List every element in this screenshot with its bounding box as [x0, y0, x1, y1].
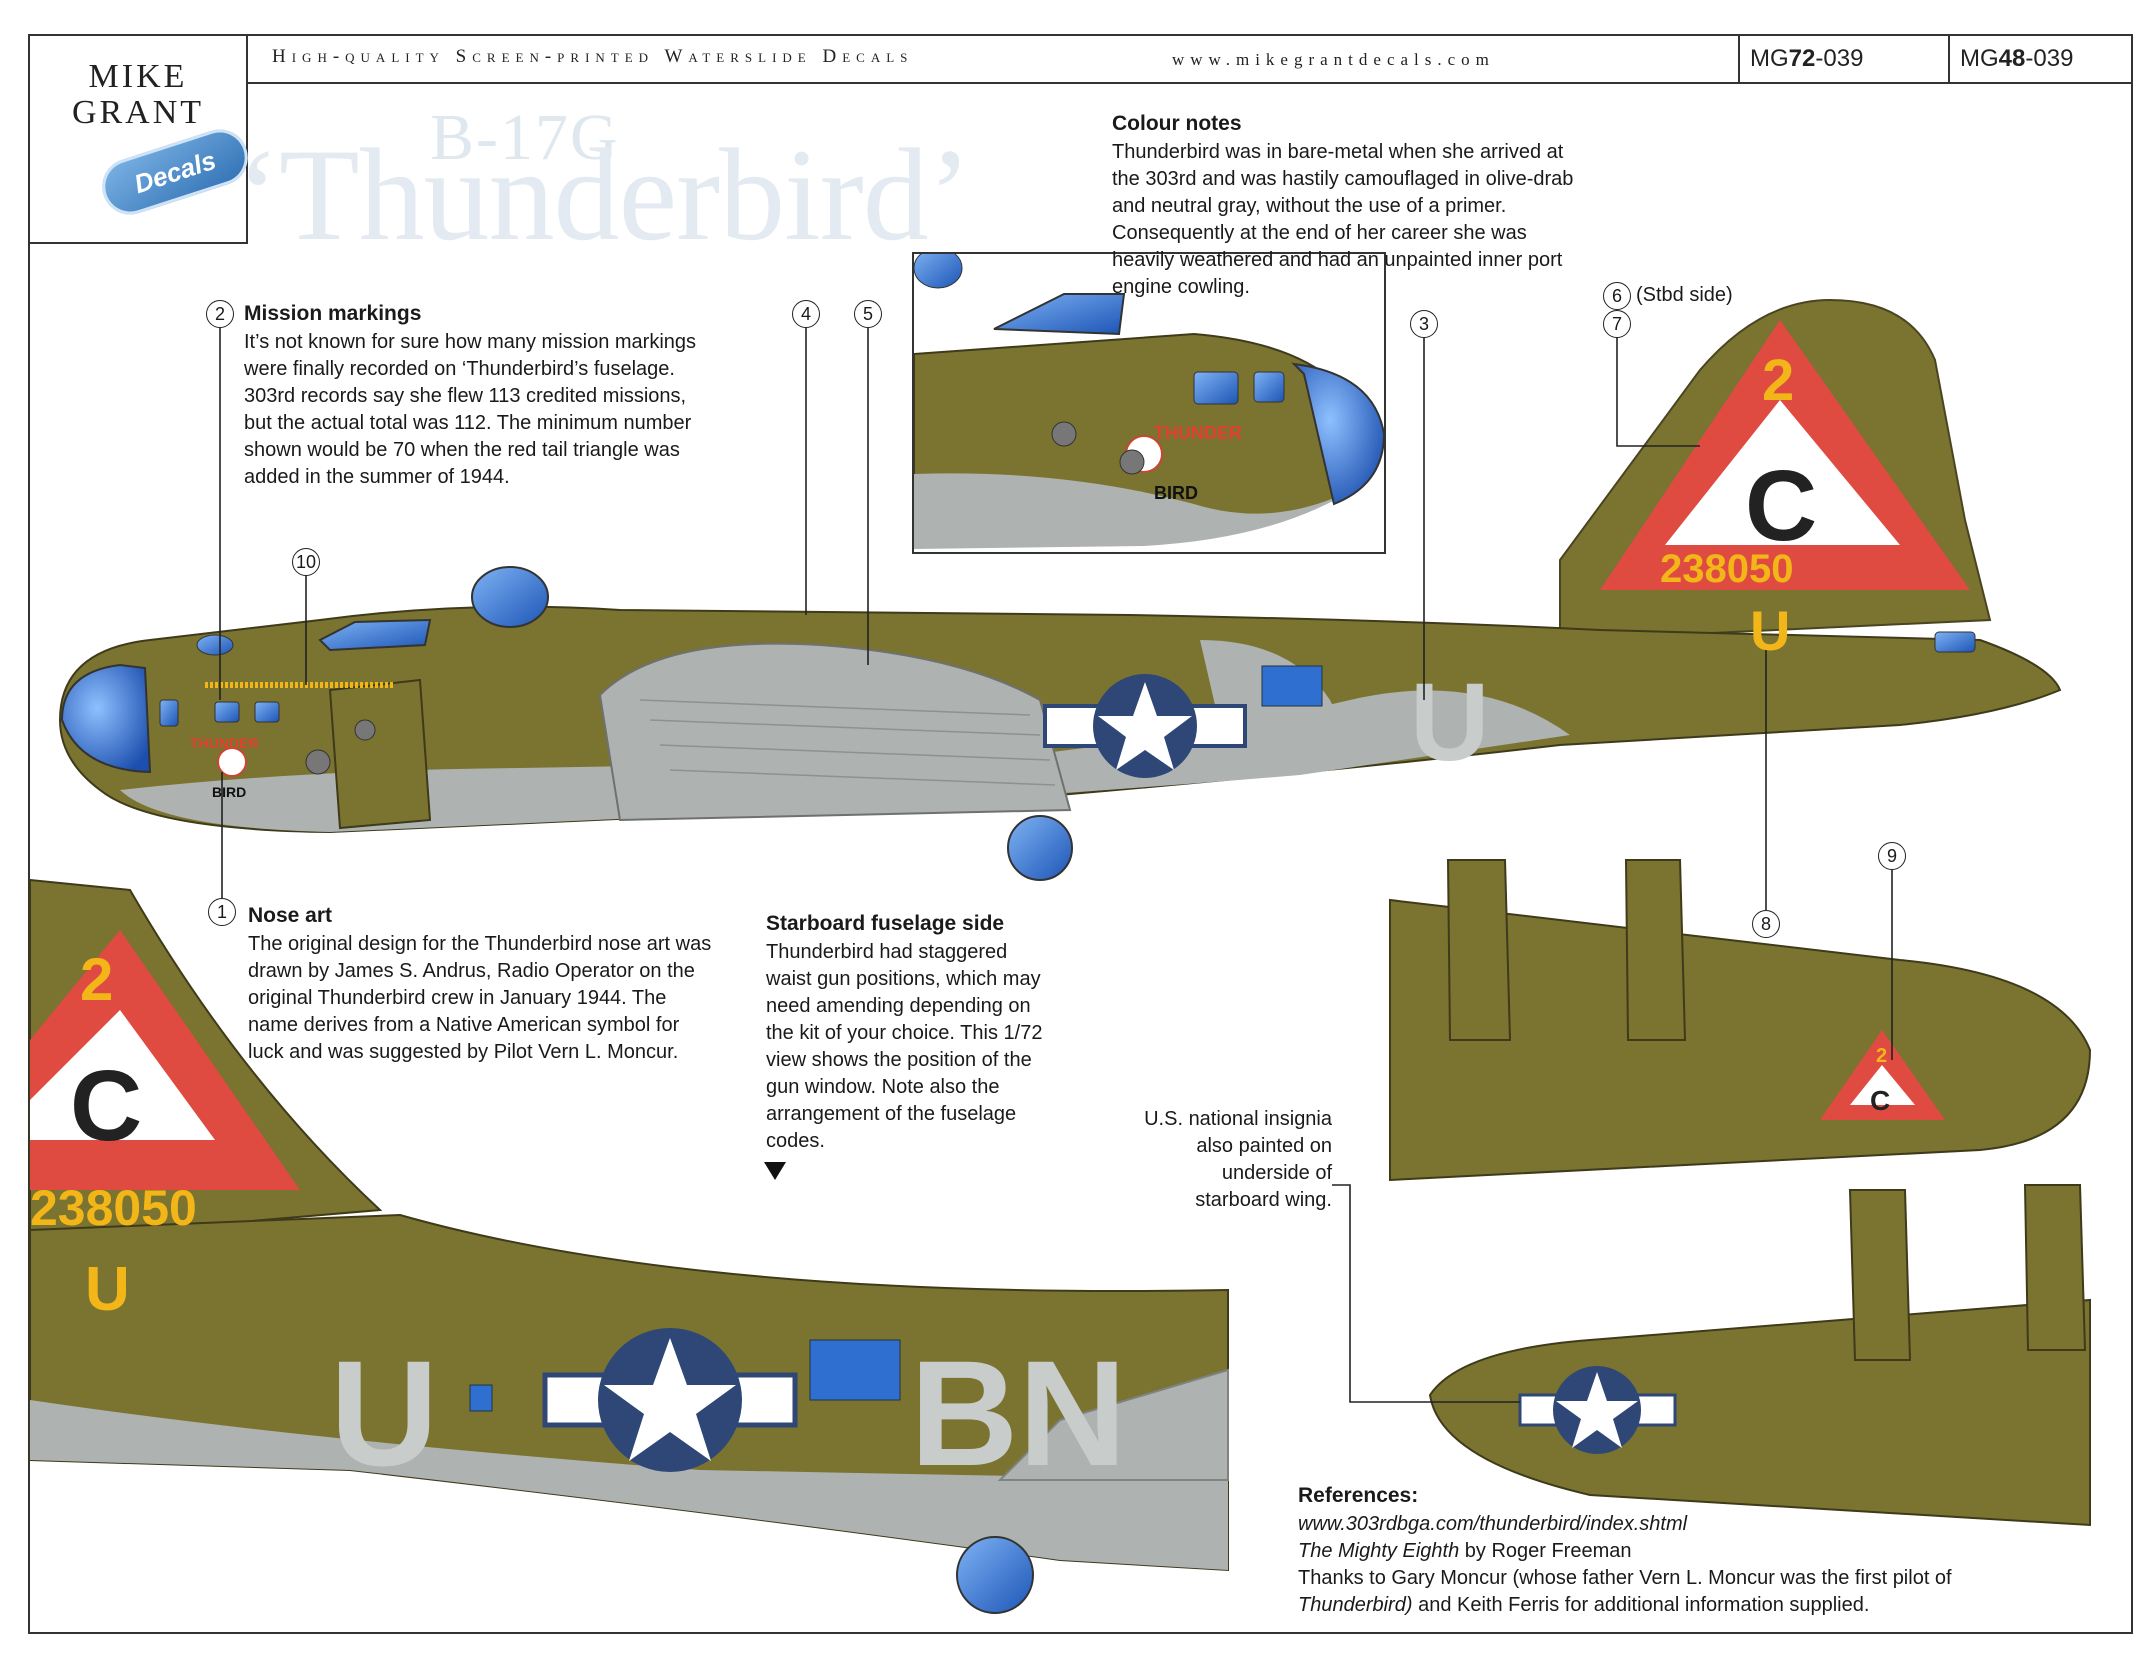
nose-art-heading: Nose art	[248, 904, 333, 927]
starboard-side-heading: Starboard fuselage side	[766, 912, 1005, 935]
callout-2: 2	[206, 300, 234, 328]
colour-notes-heading: Colour notes	[1112, 112, 1242, 135]
starboard-underside	[30, 1400, 1228, 1570]
national-insignia-port	[1043, 674, 1247, 778]
national-insignia-wing	[1518, 1366, 1677, 1454]
title-aircraft-type: B-17G	[430, 101, 620, 174]
top-turret	[471, 566, 549, 628]
starboard-tail-number: 2	[80, 946, 113, 1013]
logo-line-1: MIKE	[88, 58, 188, 95]
code-72-suffix: -039	[1815, 45, 1864, 72]
header-bar: High-quality Screen-printed Waterslide D…	[248, 36, 2131, 84]
starboard-fuselage-code-bn: BN	[910, 1329, 1127, 1497]
callout-6-label: (Stbd side)	[1636, 284, 1733, 306]
wing-underside-upper: 2 C	[1389, 859, 2092, 1182]
callout-10: 10	[292, 548, 320, 576]
wing-underside-lower	[1428, 1184, 2091, 1527]
callout-5: 5	[854, 300, 882, 328]
starboard-tail-serial: 238050	[30, 1180, 197, 1236]
starboard-tail-code-u: U	[85, 1255, 130, 1324]
wing-panel-lower	[1428, 1298, 2091, 1527]
logo-line-2: GRANT	[71, 94, 205, 131]
tail-serial: 238050	[1660, 547, 1793, 591]
callout-4: 4	[792, 300, 820, 328]
callout-1: 1	[208, 898, 236, 926]
callout-3: 3	[1410, 310, 1438, 338]
callout-7: 7	[1603, 310, 1631, 338]
mission-markings-note: Mission markings It’s not known for sure…	[244, 300, 764, 491]
page-frame	[28, 34, 2133, 1634]
nose-inset-illustration: THUNDER BIRD	[914, 254, 1384, 549]
engine-prop-hub-icon	[305, 749, 331, 775]
nose-art-bottom-text: BIRD	[212, 784, 246, 800]
product-code-72: MG 72-039	[1738, 36, 1863, 82]
fuselage-underside	[120, 690, 1570, 832]
references-heading: References:	[1298, 1484, 1419, 1507]
insignia-note: U.S. national insignia also painted on u…	[1120, 1106, 1332, 1214]
national-insignia-starboard	[542, 1328, 798, 1472]
code-48-prefix: MG	[1960, 45, 1999, 72]
ball-turret	[1007, 815, 1073, 881]
references-url[interactable]: www.303rdbga.com/thunderbird/index.shtml	[1298, 1513, 1688, 1535]
references-thanks-italic: Thunderbird)	[1298, 1594, 1413, 1616]
inset-nose-art-top: THUNDER	[1154, 423, 1242, 443]
colour-notes-text: Thunderbird was in bare-metal when she a…	[1112, 141, 1574, 298]
nose-inset-frame: THUNDER BIRD	[912, 252, 1386, 554]
starboard-fuselage-code-u: U	[330, 1329, 438, 1497]
tail-letter: C	[1745, 450, 1817, 562]
mission-markings-text: It’s not known for sure how many mission…	[244, 331, 697, 488]
fuselage-code-u: U	[1410, 661, 1489, 784]
references-thanks-line: Thanks to Gary Moncur (whose father Vern…	[1298, 1567, 1952, 1589]
callout-8: 8	[1752, 910, 1780, 938]
code-72-scale: 72	[1788, 45, 1816, 72]
product-code-48: MG 48-039	[1948, 36, 2073, 82]
starboard-ball-turret	[956, 1536, 1034, 1614]
callout-9: 9	[1878, 842, 1906, 870]
header-url[interactable]: www.mikegrantdecals.com	[1172, 50, 1495, 69]
code-72-prefix: MG	[1750, 45, 1789, 72]
cockpit-windows	[318, 618, 432, 652]
starboard-side-note: Starboard fuselage side Thunderbird had …	[766, 910, 1106, 1155]
tail-white-triangle	[1665, 400, 1900, 545]
mike-grant-logo: MIKE GRANT Decals	[30, 36, 255, 244]
header-tagline: High-quality Screen-printed Waterslide D…	[272, 46, 914, 67]
wing-tail-letter: C	[1870, 1085, 1890, 1116]
title-aircraft-name: ‘Thunderbird’	[236, 121, 972, 268]
nose-art-note: Nose art The original design for the Thu…	[248, 902, 768, 1066]
references-book-author: by Roger Freeman	[1459, 1540, 1632, 1562]
references-book-title: The Mighty Eighth	[1298, 1540, 1460, 1562]
colour-notes: Colour notes Thunderbird was in bare-met…	[1112, 110, 1632, 301]
insignia-note-text: U.S. national insignia also painted on u…	[1144, 1108, 1332, 1211]
nose-glazing	[60, 663, 152, 774]
nose-art-text: The original design for the Thunderbird …	[248, 933, 712, 1063]
starboard-closeup: 2 C 238050 U U BN	[29, 878, 1229, 1614]
starboard-side-text: Thunderbird had staggered waist gun posi…	[766, 941, 1043, 1152]
engine-nacelle	[328, 678, 432, 830]
mission-markings-heading: Mission markings	[244, 302, 422, 325]
tail-code-u: U	[1750, 599, 1790, 662]
starboard-waist-window	[809, 1339, 901, 1401]
code-48-scale: 48	[1998, 45, 2026, 72]
inset-nose-art-bottom: BIRD	[1154, 483, 1198, 503]
references-note: References: www.303rdbga.com/thunderbird…	[1298, 1482, 2098, 1619]
starboard-tail-letter: C	[70, 1050, 142, 1162]
callout-leader-lines	[219, 316, 1893, 1403]
waist-window	[1261, 665, 1323, 707]
nose-art-thunderbird: THUNDER BIRD	[190, 735, 258, 800]
wing-tail-number: 2	[1876, 1045, 1887, 1067]
tail-number: 2	[1762, 348, 1794, 413]
port-wing	[598, 642, 1072, 822]
code-48-suffix: -039	[2025, 45, 2074, 72]
port-profile: THUNDER BIRD U 2 C 238050 U	[58, 298, 2062, 881]
nose-art-top-text: THUNDER	[190, 735, 258, 751]
callout-6: 6	[1603, 282, 1631, 310]
arrow-down-icon	[764, 1162, 786, 1180]
references-thanks-rest: and Keith Ferris for additional informat…	[1412, 1594, 1870, 1616]
